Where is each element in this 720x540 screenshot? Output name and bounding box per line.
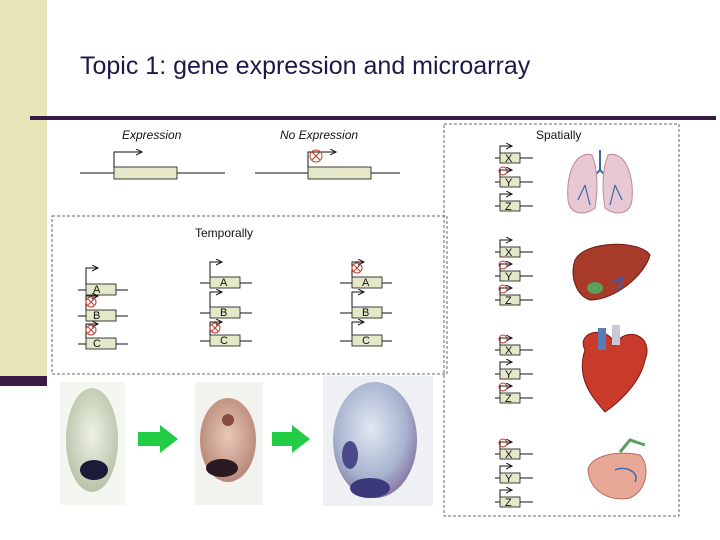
sidebar-accent bbox=[0, 376, 47, 386]
temporal-set-3: A B C bbox=[340, 262, 392, 347]
slide-title: Topic 1: gene expression and microarray bbox=[80, 52, 531, 80]
gene-label: A bbox=[93, 284, 101, 296]
gene-label: X bbox=[505, 345, 513, 357]
expression-gene bbox=[80, 152, 225, 180]
gene-label: X bbox=[505, 247, 513, 259]
temporal-set-2: A B C bbox=[200, 262, 252, 347]
gene-label: C bbox=[362, 335, 370, 347]
expression-label: Expression bbox=[122, 128, 182, 142]
lung-image bbox=[567, 150, 633, 214]
gene-label: B bbox=[362, 307, 369, 319]
gene-label: Y bbox=[505, 271, 513, 283]
spatial-panel bbox=[443, 123, 680, 517]
spatial-set-liver: X Y Z bbox=[495, 240, 533, 307]
temporal-set-1: A B C bbox=[78, 268, 128, 350]
gene-label: C bbox=[93, 338, 101, 350]
spatial-set-heart: X Y Z bbox=[495, 334, 533, 405]
gene-label: Z bbox=[505, 497, 512, 509]
gene-label: Y bbox=[505, 473, 513, 485]
heart-image bbox=[581, 325, 648, 413]
temporally-label: Temporally bbox=[195, 226, 254, 240]
gene-label: X bbox=[505, 449, 513, 461]
gene-label: C bbox=[220, 335, 228, 347]
embryo-late-image bbox=[323, 376, 433, 506]
slide-sidebar bbox=[0, 0, 47, 383]
gene-label: Z bbox=[505, 201, 512, 213]
green-arrow-icon bbox=[138, 425, 178, 453]
gene-label: B bbox=[93, 310, 100, 322]
gene-label: A bbox=[362, 277, 370, 289]
gene-label: A bbox=[220, 277, 228, 289]
no-expression-label: No Expression bbox=[280, 128, 359, 142]
title-rule bbox=[30, 116, 716, 120]
gene-label: Y bbox=[505, 369, 513, 381]
spatial-set-pancreas: X Y Z bbox=[495, 438, 533, 509]
gene-label: X bbox=[505, 153, 513, 165]
green-arrow-icon bbox=[272, 425, 310, 453]
gene-label: Y bbox=[505, 177, 513, 189]
gene-label: Z bbox=[505, 393, 512, 405]
temporal-panel bbox=[51, 215, 448, 375]
pancreas-image bbox=[587, 438, 647, 500]
liver-image bbox=[572, 243, 651, 301]
inhibit-icon bbox=[309, 149, 323, 163]
no-expression-gene bbox=[255, 149, 400, 180]
embryo-mid-image bbox=[195, 382, 263, 505]
spatially-label: Spatially bbox=[536, 128, 582, 142]
gene-label: Z bbox=[505, 295, 512, 307]
spatial-set-lung: X Y Z bbox=[495, 146, 533, 213]
gene-label: B bbox=[220, 307, 227, 319]
embryo-early-image bbox=[60, 382, 125, 505]
